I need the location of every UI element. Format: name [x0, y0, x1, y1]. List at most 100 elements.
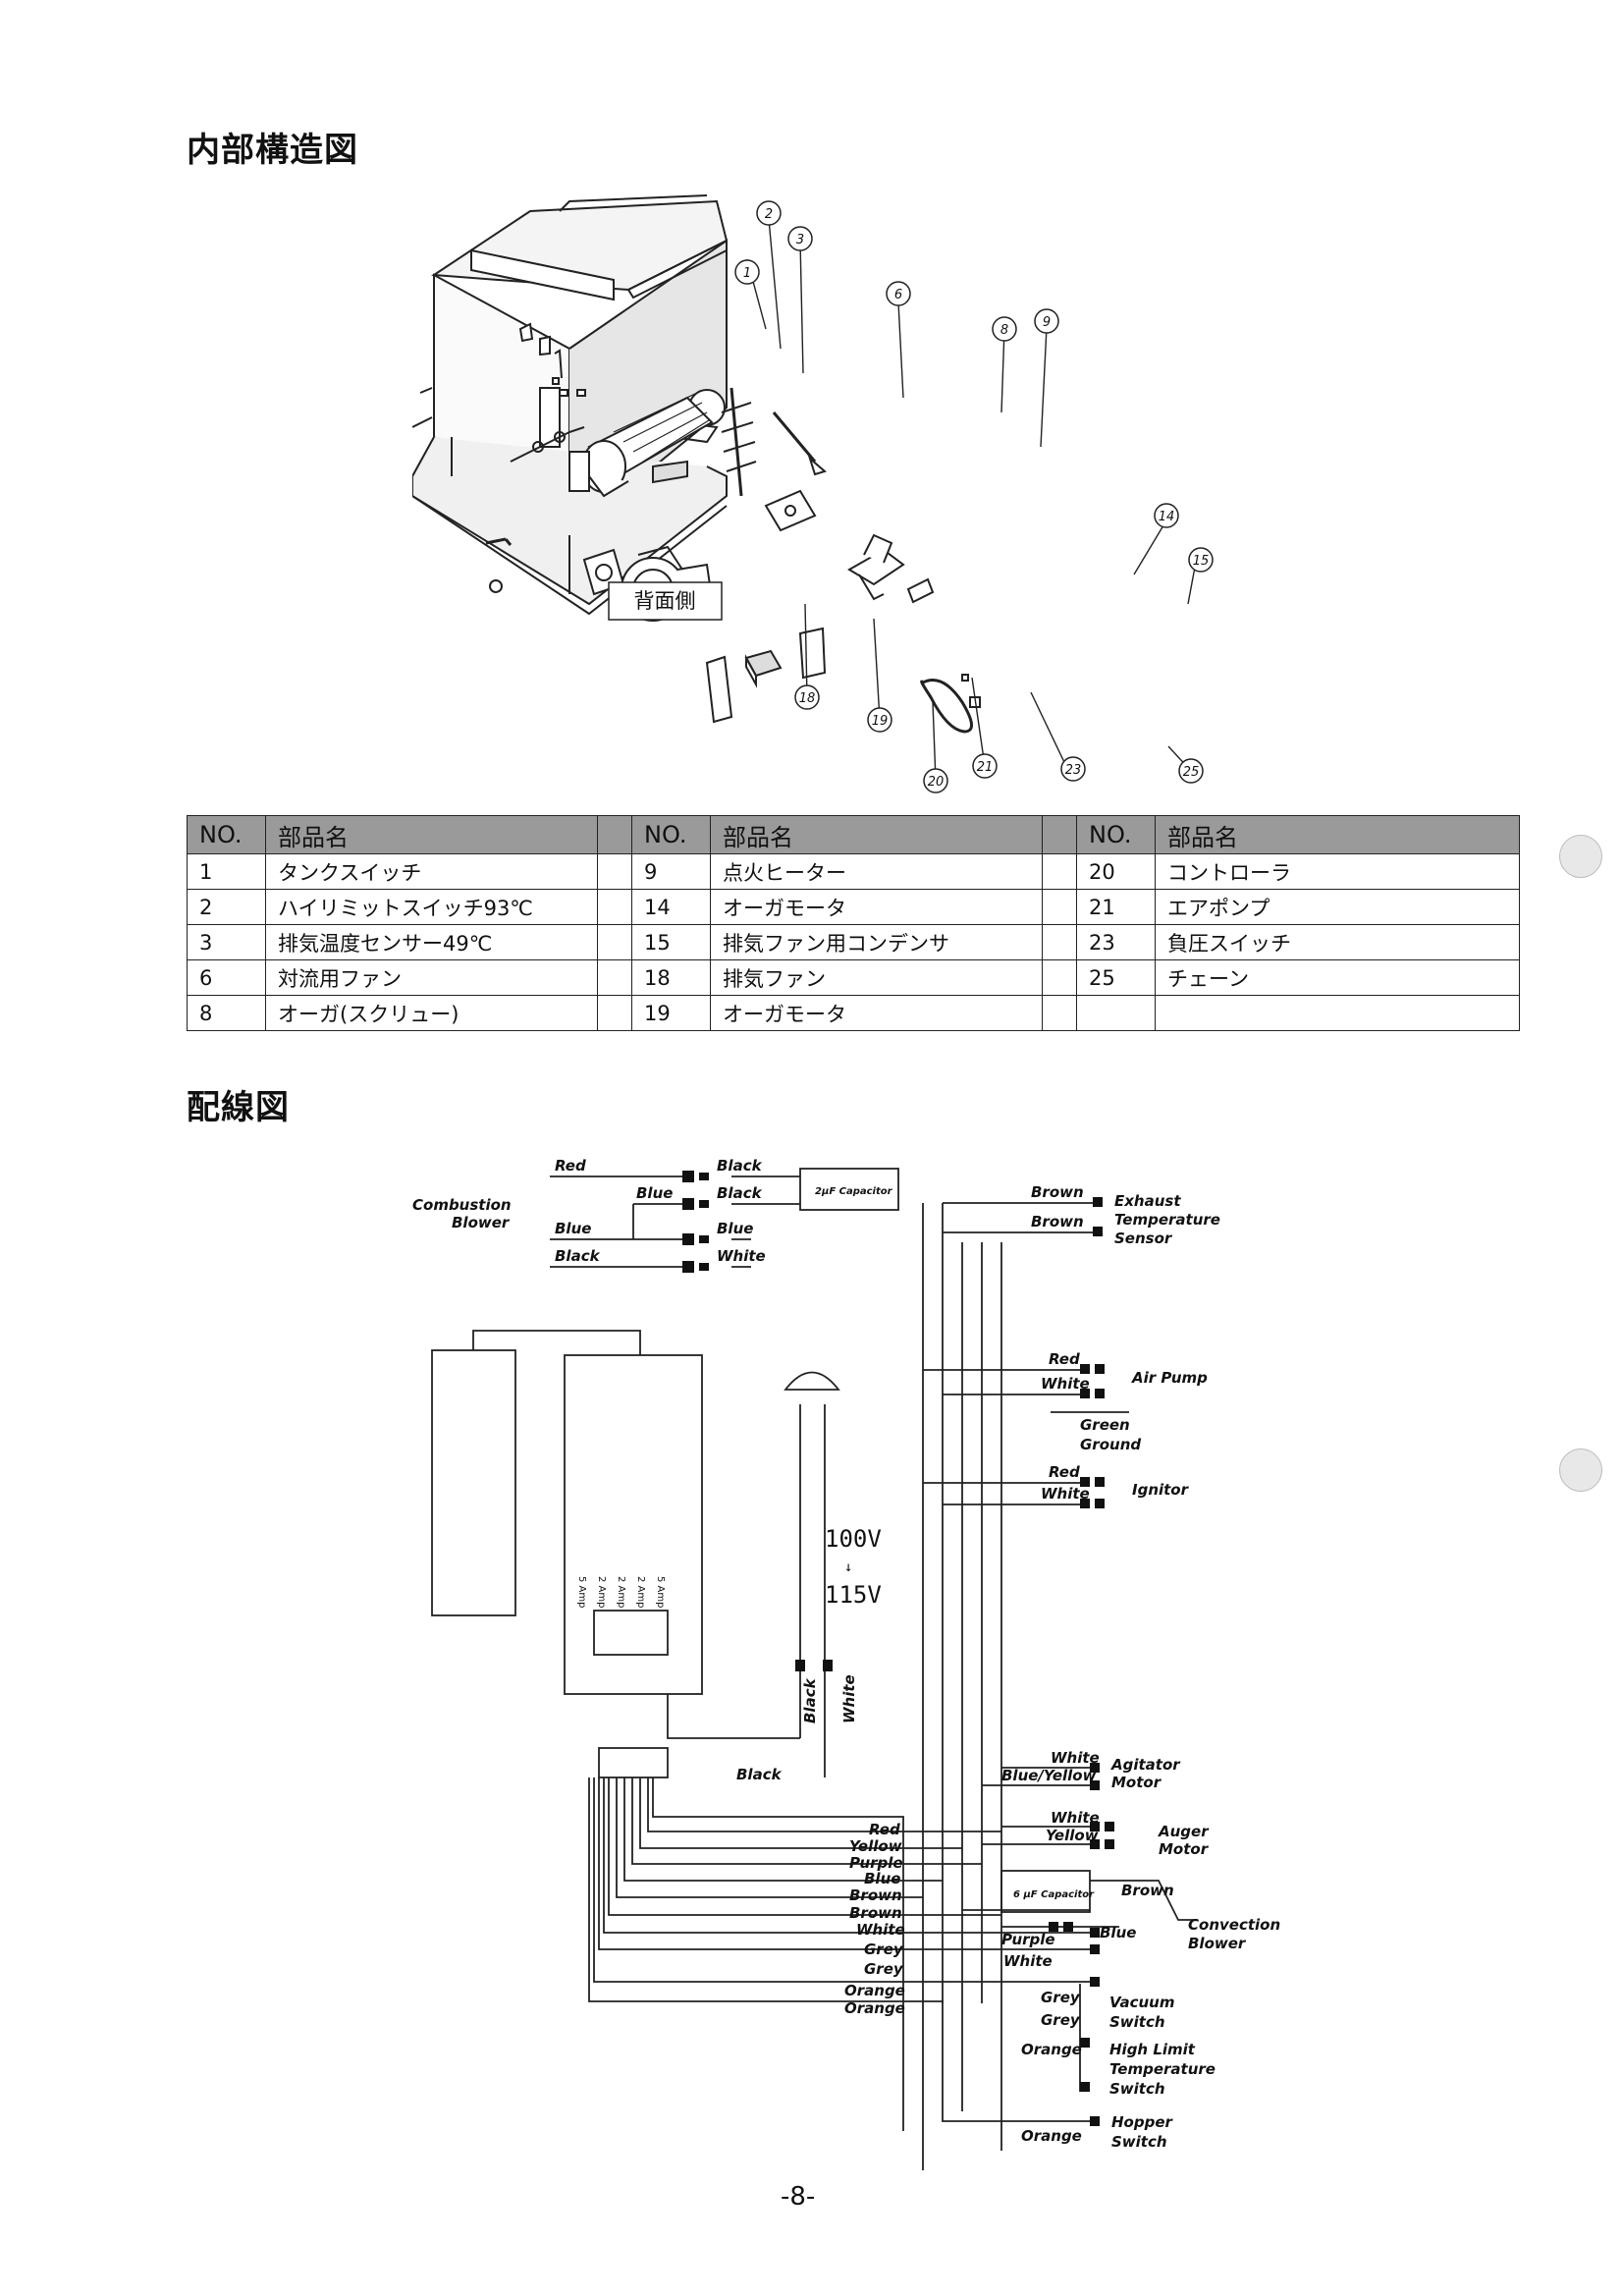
part-name: 対流用ファン: [265, 959, 598, 996]
callout-1: 1: [734, 259, 760, 285]
wire-label: Blue: [555, 1220, 591, 1237]
wire-label: Red: [1049, 1463, 1080, 1481]
column-separator: [1042, 995, 1077, 1031]
wire-label: Brown: [1031, 1183, 1084, 1201]
part-no: [1076, 995, 1156, 1031]
wire-label: Black: [555, 1247, 601, 1265]
wire-label: Yellow: [1046, 1827, 1099, 1844]
part-no: 9: [631, 853, 711, 890]
callout-15: 15: [1188, 547, 1214, 573]
column-separator: [1042, 853, 1077, 890]
svg-text:19: 19: [872, 714, 889, 729]
svg-text:背面側: 背面側: [634, 589, 696, 613]
callout-14: 14: [1154, 503, 1179, 528]
main-controller-board: [564, 1354, 703, 1695]
table-row: 8 オーガ(スクリュー) 19 オーガモータ: [187, 995, 1520, 1031]
table-row: 1 タンクスイッチ 9 点火ヒーター 20 コントローラ: [187, 853, 1520, 890]
svg-text:23: 23: [1065, 763, 1082, 778]
wire-label: Blue: [717, 1220, 753, 1237]
convection-blower-label: Convection: [1188, 1916, 1280, 1934]
ground-label: Green: [1080, 1416, 1130, 1434]
ground-label: Ground: [1080, 1436, 1141, 1453]
fuse-label: 5 Amp: [655, 1576, 666, 1608]
part-name: オーガモータ: [710, 889, 1043, 925]
callout-6: 6: [886, 281, 911, 306]
high-limit-label: Switch: [1109, 2080, 1165, 2098]
svg-text:18: 18: [799, 691, 816, 706]
part-no: 14: [631, 889, 711, 925]
convection-blower-label: Blower: [1188, 1935, 1247, 1952]
wire-label: Brown: [1031, 1213, 1084, 1230]
callout-9: 9: [1034, 308, 1059, 334]
header-no: NO.: [1076, 815, 1156, 854]
voltage-label: 100V: [825, 1525, 882, 1553]
high-limit-label: Temperature: [1109, 2060, 1216, 2078]
capacitor-6uf-label: 6 μF Capacitor: [1013, 1889, 1095, 1900]
wiring-diagram: Combustion Blower Red Blue Blue Black Bl…: [412, 1157, 1280, 2170]
switch-parts: [510, 322, 586, 463]
left-circuit-board: [431, 1349, 516, 1616]
svg-text:15: 15: [1193, 554, 1210, 569]
part-name: オーガ(スクリュー): [265, 995, 598, 1031]
wire-label: Brown: [1121, 1882, 1174, 1899]
callout-8: 8: [992, 316, 1017, 342]
wiring-heading: 配線図: [187, 1088, 290, 1127]
wire-label: Grey: [1041, 2011, 1081, 2029]
svg-text:8: 8: [1000, 323, 1008, 338]
part-name: 排気ファン: [710, 959, 1043, 996]
hopper-switch-label: Hopper: [1111, 2113, 1174, 2131]
capacitor: [906, 577, 935, 604]
svg-text:2: 2: [765, 207, 773, 222]
callout-leaders: [746, 218, 1197, 782]
hole-punch: [1559, 1449, 1602, 1492]
ignitor: [772, 411, 828, 476]
header-name: 部品名: [1155, 815, 1520, 854]
part-name: チェーン: [1155, 959, 1520, 996]
part-name: エアポンプ: [1155, 889, 1520, 925]
svg-text:21: 21: [977, 760, 994, 775]
part-no: 18: [631, 959, 711, 996]
callout-19: 19: [867, 707, 892, 733]
part-name: ハイリミットスイッチ93℃: [265, 889, 598, 925]
wire-label: Blue: [1100, 1924, 1136, 1941]
wire-label: White: [856, 1921, 905, 1939]
callout-3: 3: [787, 226, 813, 251]
svg-text:1: 1: [743, 266, 751, 281]
column-separator: [597, 815, 632, 854]
part-no: 15: [631, 924, 711, 960]
high-limit-label: High Limit: [1109, 2041, 1196, 2058]
column-separator: [1042, 889, 1077, 925]
wire-label: Brown: [849, 1904, 902, 1922]
hopper-switch-label: Switch: [1111, 2133, 1167, 2151]
callout-23: 23: [1060, 756, 1086, 782]
svg-text:3: 3: [796, 233, 804, 247]
wire-label: Orange: [1021, 2041, 1082, 2058]
part-no: 25: [1076, 959, 1156, 996]
column-separator: [597, 924, 632, 960]
wire-label: Blue/Yellow: [1001, 1767, 1097, 1784]
wire-label: Grey: [1041, 1989, 1081, 2006]
parts-table: NO. 部品名 NO. 部品名 NO. 部品名 1 タンクスイッチ 9 点火ヒー…: [187, 815, 1520, 1031]
agitator-label: Agitator: [1110, 1756, 1181, 1774]
svg-text:9: 9: [1043, 315, 1051, 330]
wire-label: Black: [717, 1157, 763, 1175]
air-pump: [744, 649, 783, 688]
harness-labels: Red Yellow Purple Blue Brown Brown White…: [844, 1821, 905, 2017]
part-name: タンクスイッチ: [265, 853, 598, 890]
column-separator: [1042, 959, 1077, 996]
part-no: 3: [187, 924, 266, 960]
callout-2: 2: [756, 200, 782, 226]
vacuum-switch-label: Vacuum: [1109, 1994, 1174, 2011]
auger-label: Auger: [1158, 1823, 1210, 1840]
part-name: オーガモータ: [710, 995, 1043, 1031]
table-header-row: NO. 部品名 NO. 部品名 NO. 部品名: [187, 815, 1520, 854]
wire-label: Orange: [1021, 2127, 1082, 2145]
wire-label: Black: [736, 1766, 783, 1783]
auger-motor: [847, 533, 905, 601]
wire-label: Brown: [849, 1886, 902, 1904]
exhaust-sensor-label: Sensor: [1114, 1230, 1173, 1247]
wire-label: Red: [1049, 1350, 1080, 1368]
column-separator: [1042, 924, 1077, 960]
column-separator: [1042, 815, 1077, 854]
header-no: NO.: [631, 815, 711, 854]
